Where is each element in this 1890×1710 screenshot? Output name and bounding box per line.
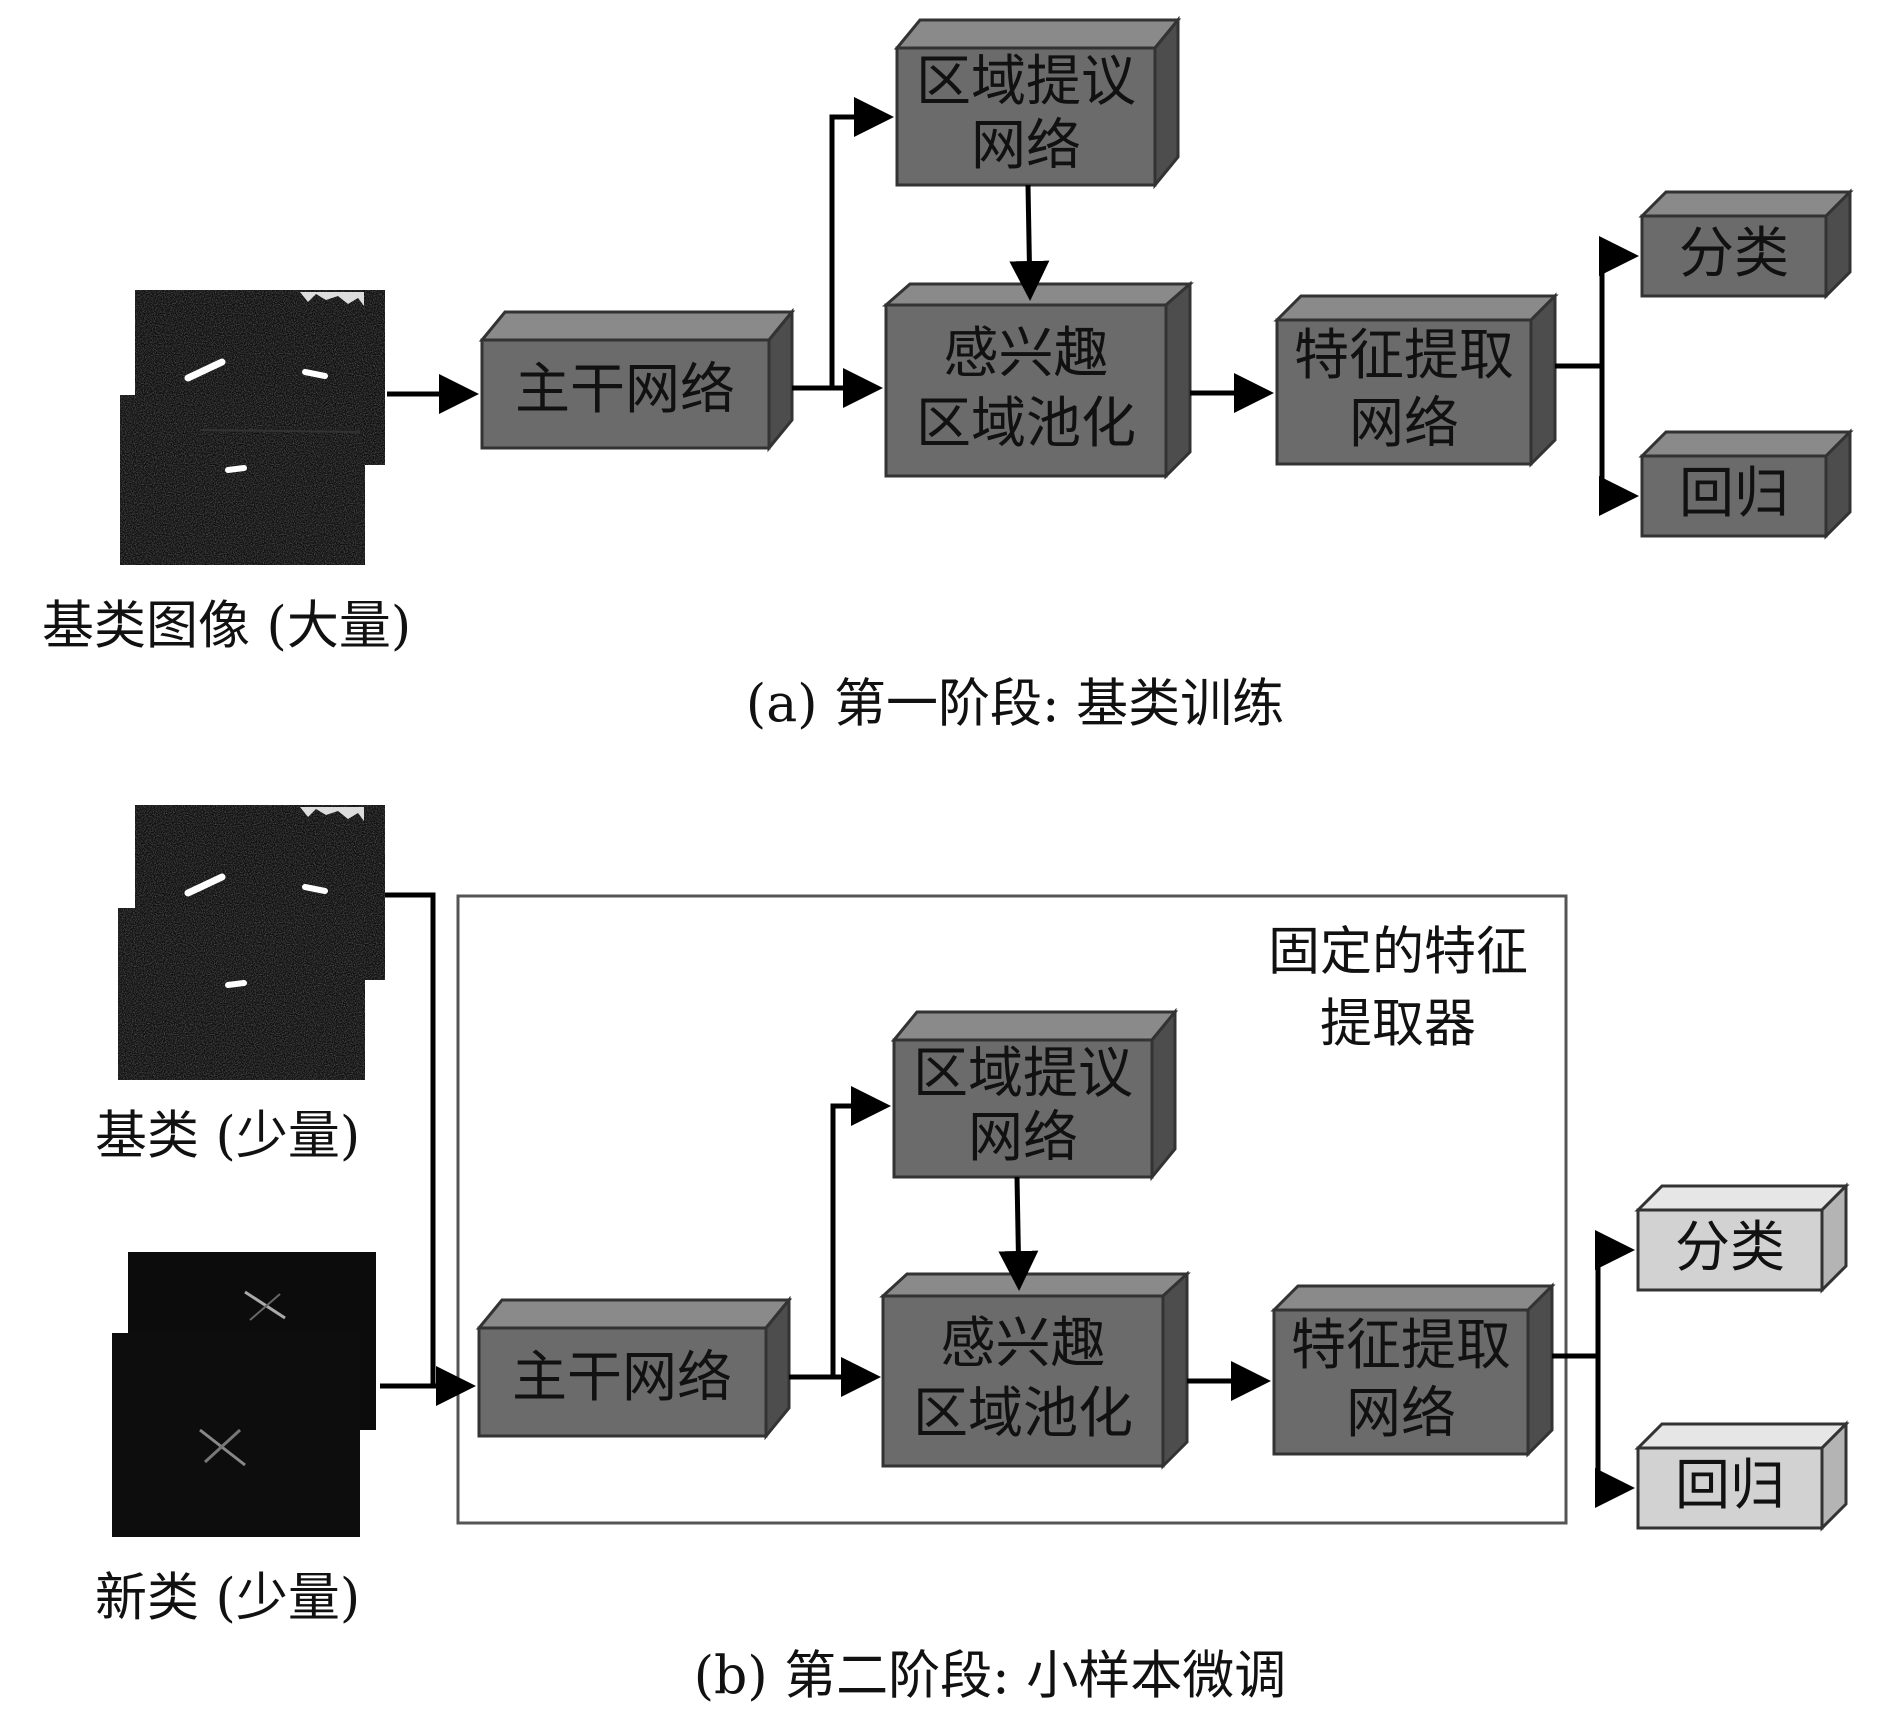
frozen-extractor-frame bbox=[456, 894, 1568, 1525]
cls-box-b: 分类 bbox=[1634, 1182, 1850, 1294]
stage-b: 基类 (少量) 新类 (少量) 固定的特征 提取器 主干网络 区域提议 bbox=[95, 805, 1850, 1707]
rpn-label-b-1: 区域提议 bbox=[913, 1041, 1133, 1105]
roi-label-a-1: 感兴趣 bbox=[943, 321, 1108, 385]
base-images-stack-b bbox=[118, 805, 385, 1080]
cls-label-b: 分类 bbox=[1675, 1215, 1785, 1279]
fe-label-b-2: 网络 bbox=[1346, 1381, 1456, 1445]
roi-label-b-2: 区域池化 bbox=[913, 1381, 1133, 1445]
roi-label-b-1: 感兴趣 bbox=[940, 1311, 1105, 1375]
base-images-stack-a bbox=[120, 290, 385, 565]
backbone-box-a: 主干网络 bbox=[478, 307, 796, 453]
rpn-label-a-1: 区域提议 bbox=[916, 49, 1136, 113]
cls-box-a: 分类 bbox=[1638, 188, 1854, 300]
caption-b: (b) 第二阶段: 小样本微调 bbox=[694, 1647, 1286, 1707]
roi-pooling-box-a: 感兴趣 区域池化 bbox=[882, 280, 1194, 480]
cls-label-a: 分类 bbox=[1679, 221, 1789, 285]
arrows-a bbox=[387, 97, 1639, 516]
roi-pooling-box-b: 感兴趣 区域池化 bbox=[879, 1270, 1191, 1470]
fe-label-b-1: 特征提取 bbox=[1291, 1313, 1511, 1377]
reg-box-a: 回归 bbox=[1638, 428, 1854, 540]
feature-extractor-box-b: 特征提取 网络 bbox=[1270, 1282, 1556, 1458]
backbone-label-a: 主干网络 bbox=[515, 357, 735, 421]
frozen-label-2: 提取器 bbox=[1320, 995, 1476, 1055]
reg-label-b: 回归 bbox=[1675, 1453, 1785, 1517]
backbone-label-b: 主干网络 bbox=[512, 1345, 732, 1409]
novel-few-label: 新类 (少量) bbox=[95, 1569, 360, 1629]
reg-box-b: 回归 bbox=[1634, 1420, 1850, 1532]
base-few-label: 基类 (少量) bbox=[95, 1107, 360, 1167]
feature-extractor-box-a: 特征提取 网络 bbox=[1273, 292, 1559, 468]
rpn-box-a: 区域提议 网络 bbox=[893, 15, 1182, 190]
rpn-label-a-2: 网络 bbox=[971, 113, 1081, 177]
rpn-box-b: 区域提议 网络 bbox=[890, 1007, 1179, 1182]
fe-label-a-1: 特征提取 bbox=[1294, 323, 1514, 387]
frozen-label-1: 固定的特征 bbox=[1268, 923, 1528, 983]
reg-label-a: 回归 bbox=[1679, 461, 1789, 525]
fe-label-a-2: 网络 bbox=[1349, 391, 1459, 455]
caption-a: (a) 第一阶段: 基类训练 bbox=[746, 675, 1284, 735]
backbone-box-b: 主干网络 bbox=[475, 1295, 793, 1441]
arrows-b bbox=[380, 892, 1635, 1508]
base-images-label: 基类图像 (大量) bbox=[42, 597, 411, 657]
novel-images-stack bbox=[112, 1252, 376, 1537]
roi-label-a-2: 区域池化 bbox=[916, 391, 1136, 455]
rpn-label-b-2: 网络 bbox=[968, 1105, 1078, 1169]
stage-a: 基类图像 (大量) 主干网络 区域提议 网络 感兴趣 区域池化 bbox=[42, 15, 1854, 735]
